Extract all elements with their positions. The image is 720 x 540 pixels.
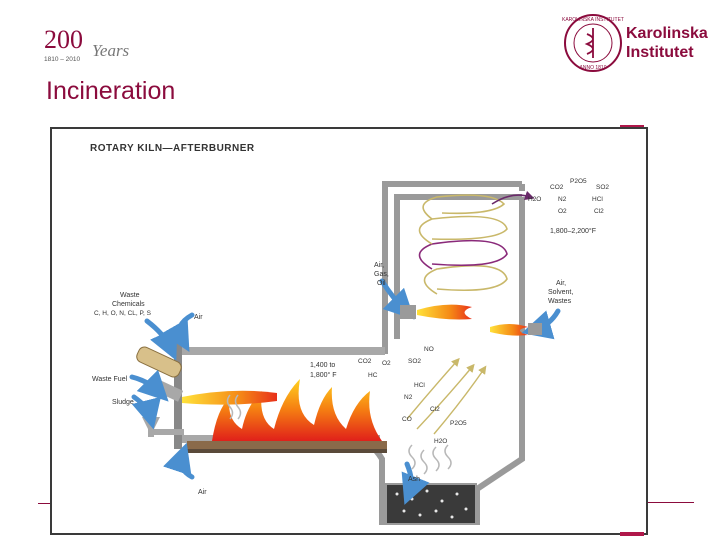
kiln-product-label: N2 — [404, 394, 413, 401]
afterburner-nozzle-right — [528, 323, 542, 335]
air-solvent-label-3: Wastes — [548, 298, 572, 305]
kiln-product-label: H2O — [434, 438, 447, 445]
kiln-product-label: Cl2 — [430, 406, 440, 413]
air-solvent-label-2: Solvent, — [548, 289, 573, 296]
slide-title: Incineration — [46, 77, 176, 105]
kiln-bed — [187, 441, 387, 453]
smoke-wisps — [226, 394, 452, 475]
anniversary-range: 1810 – 2010 — [44, 56, 81, 63]
accent-tab-bottom — [620, 532, 644, 536]
kiln-product-label: O2 — [382, 360, 391, 367]
waste-chemicals-label-1: Waste — [120, 292, 140, 299]
karolinska-logo: KAROLINSKA INSTITUTET ANNO 1810 Karolins… — [562, 12, 712, 74]
anniversary-word: Years — [92, 41, 130, 60]
air-gas-oil-label-2: Gas, — [374, 271, 389, 278]
waste-fuel-label: Waste Fuel — [92, 376, 128, 383]
institute-name-line1: Karolinska — [626, 25, 708, 42]
stack-product-label: H2O — [528, 196, 541, 203]
stack-product-label: O2 — [558, 208, 567, 215]
footer-rule-right — [648, 502, 694, 503]
ash-label: Ash — [408, 476, 420, 483]
institute-seal-icon: KAROLINSKA INSTITUTET ANNO 1810 — [562, 14, 624, 72]
kiln-product-label: HC — [368, 372, 378, 379]
kiln-product-label: NO — [424, 346, 434, 353]
air-top-label: Air — [194, 314, 203, 321]
gas-flow-arrows — [406, 357, 487, 435]
stack-product-label: HCl — [592, 196, 603, 203]
institute-name-line2: Institutet — [626, 44, 694, 61]
stack-product-label: P2O5 — [570, 178, 587, 185]
anniversary-number: 200 — [44, 26, 83, 54]
kiln-product-label: HCl — [414, 382, 425, 389]
kiln-flames — [182, 379, 382, 441]
seal-ring-text: KAROLINSKA INSTITUTET — [562, 17, 624, 23]
air-gas-oil-label-1: Air, — [374, 262, 384, 269]
diagram-title: ROTARY KILN—AFTERBURNER — [90, 143, 255, 154]
seal-year: ANNO 1810 — [580, 65, 607, 71]
afterburner-temperature-label: 1,800–2,200°F — [550, 227, 596, 235]
stack-product-label: N2 — [558, 196, 567, 203]
afterburner-swirl — [418, 190, 535, 295]
ash-pit — [385, 483, 477, 525]
kiln-temperature-label-2: 1,800° F — [310, 371, 337, 379]
air-gas-oil-label-3: Oil — [377, 280, 386, 287]
stack-product-label: SO2 — [596, 184, 609, 191]
kiln-product-label: P2O5 — [450, 420, 467, 427]
air-solvent-label-1: Air, — [556, 280, 566, 287]
element-list-label: C, H, O, N, CL, P, S — [94, 310, 152, 317]
afterburner-nozzle-left — [400, 305, 416, 319]
footer-rule-left — [38, 503, 52, 504]
stack-product-label: CO2 — [550, 184, 564, 191]
kiln-product-label: SO2 — [408, 358, 421, 365]
kiln-product-label: CO — [402, 416, 412, 423]
afterburner-flames — [417, 304, 528, 336]
stack-product-labels: CO2 P2O5 SO2 H2O N2 HCl O2 Cl2 — [528, 178, 609, 215]
stack-product-label: Cl2 — [594, 208, 604, 215]
sludge-label: Sludge — [112, 399, 134, 406]
air-inlet-arrows — [129, 278, 561, 505]
kiln-product-label: CO2 — [358, 358, 372, 365]
kiln-temperature-label-1: 1,400 to — [310, 362, 335, 369]
waste-chemicals-label-2: Chemicals — [112, 301, 145, 308]
air-bottom-label: Air — [198, 489, 207, 496]
anniversary-logo: 200 Years 1810 – 2010 — [44, 25, 154, 66]
kiln-product-labels: CO2 O2 SO2 HC NO HCl N2 Cl2 CO P2O5 H2O — [358, 346, 467, 445]
rotary-kiln-diagram: ROTARY KILN—AFTERBURNER — [50, 127, 648, 535]
